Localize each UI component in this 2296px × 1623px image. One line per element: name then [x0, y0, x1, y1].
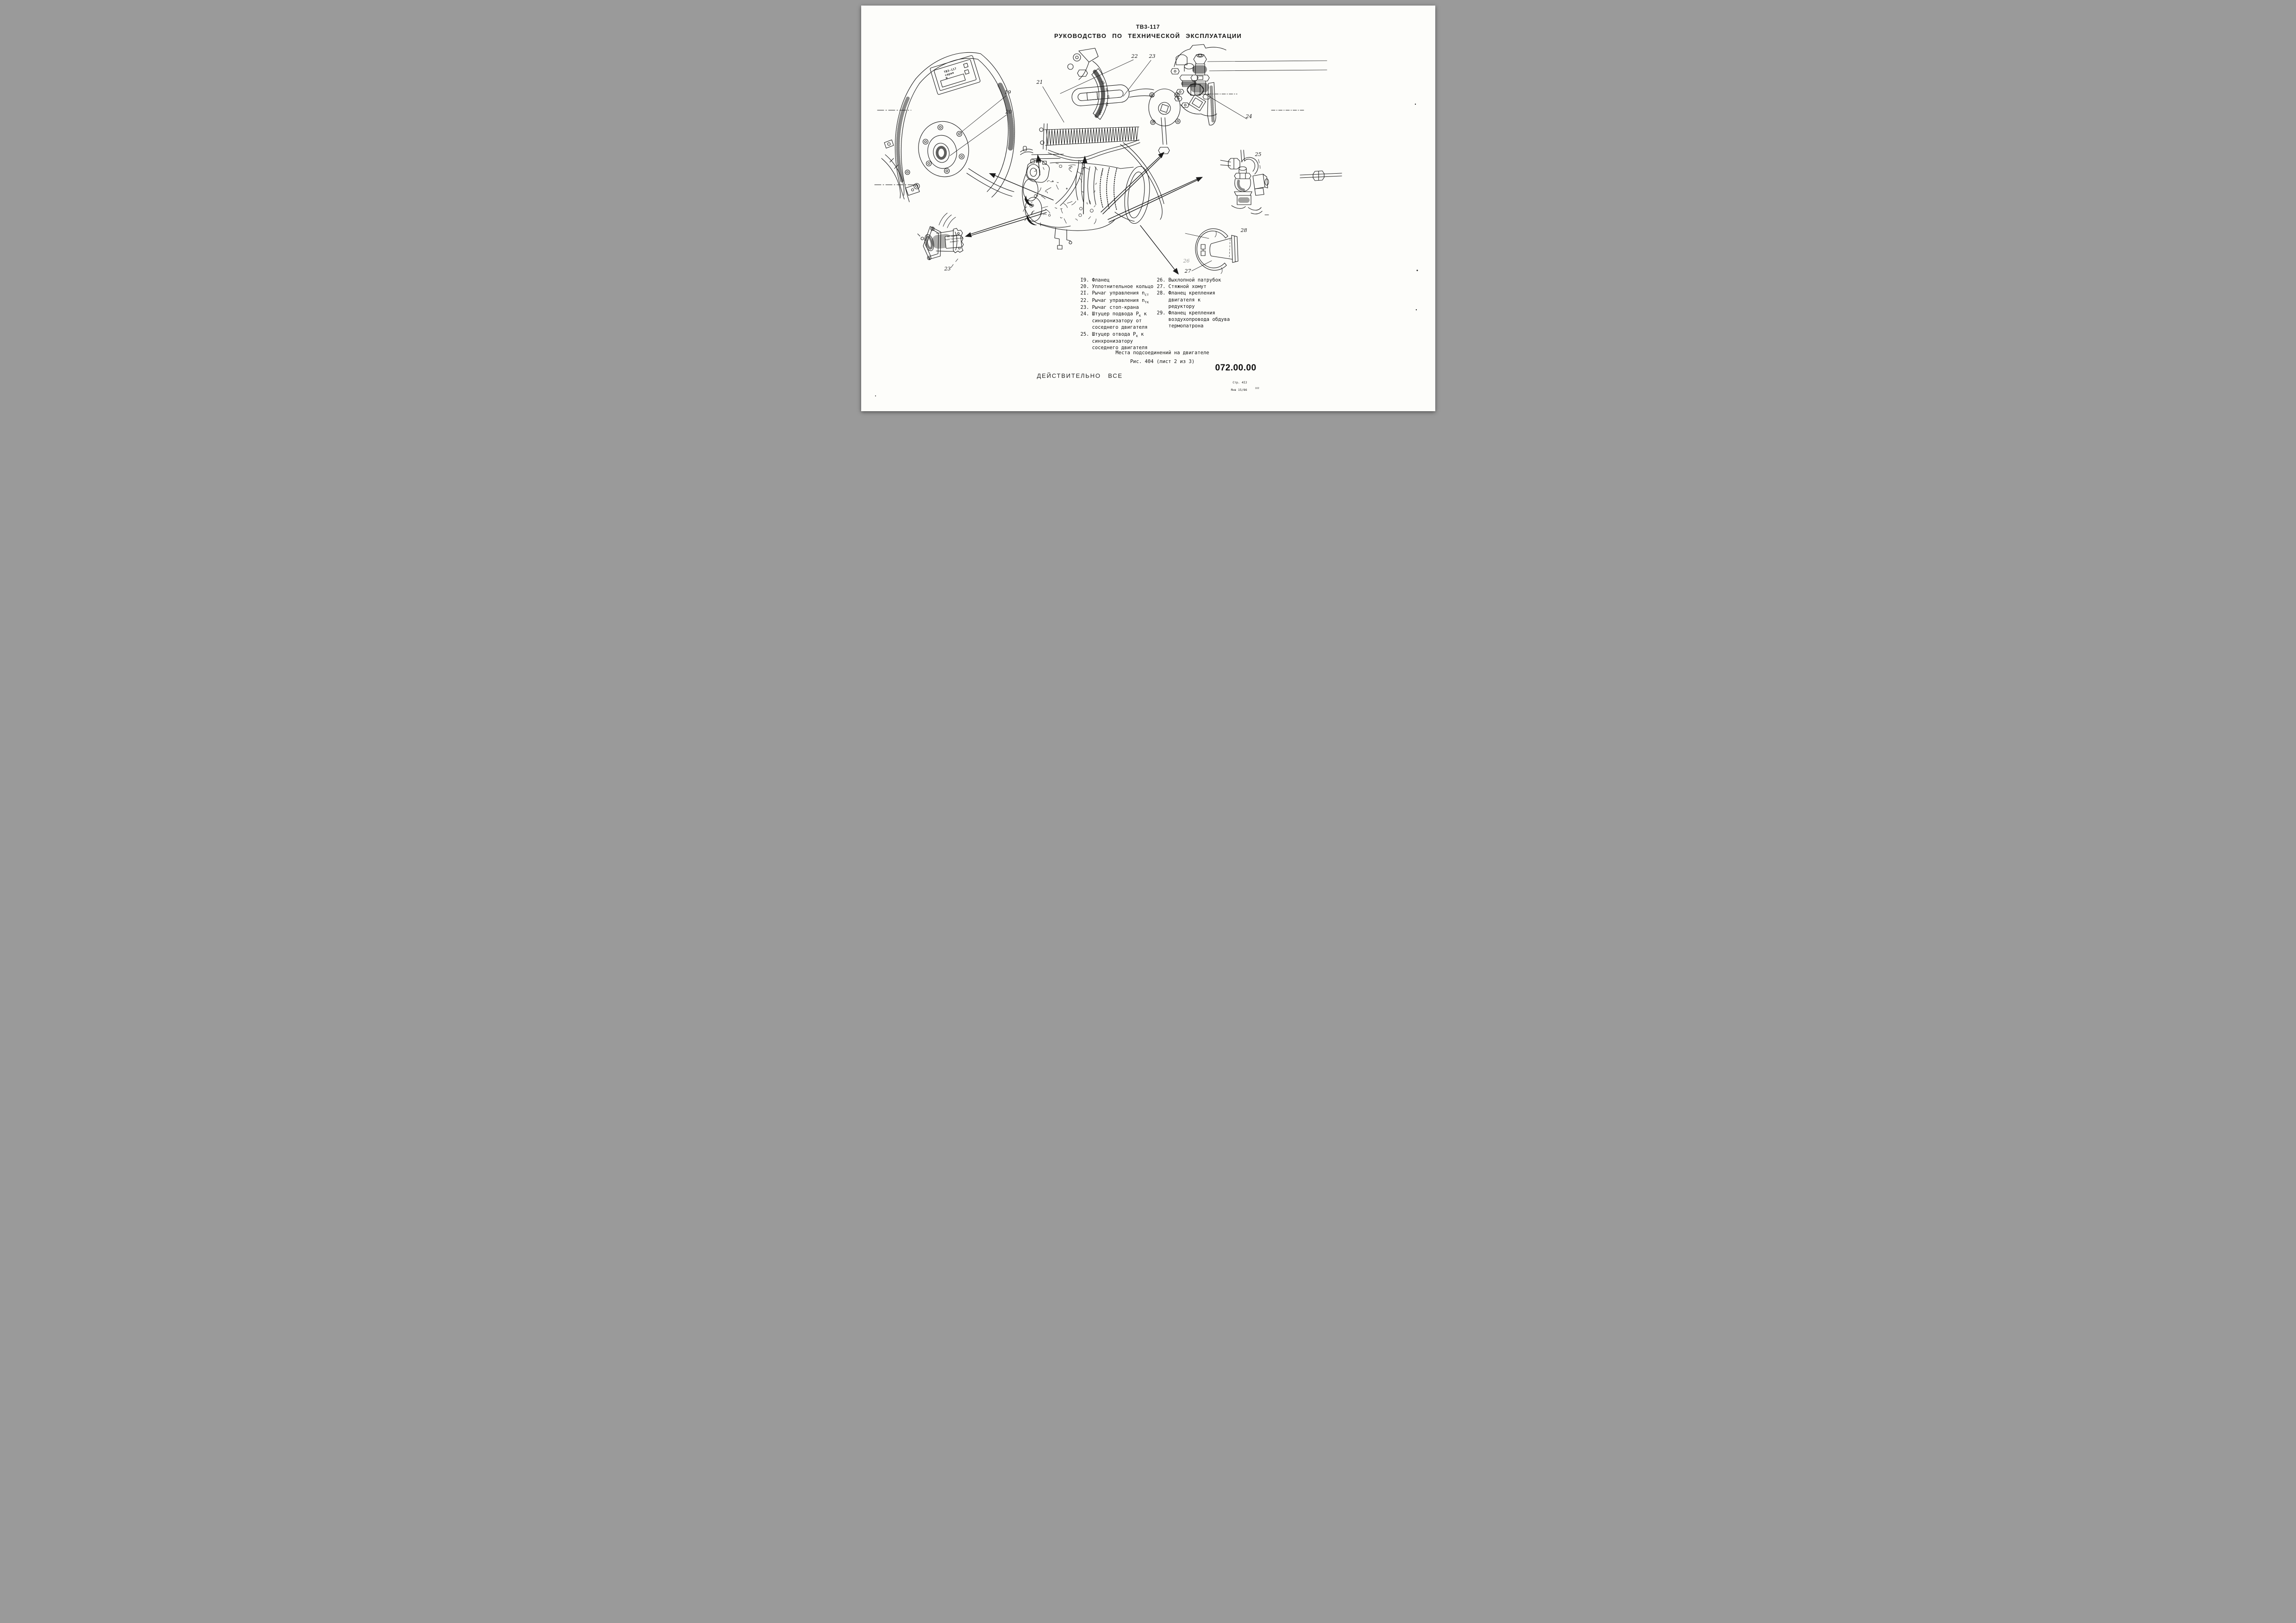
legend-item-number: 20.: [1080, 284, 1089, 290]
coil-spring: [1046, 126, 1138, 146]
callout-label-20: 20: [1005, 109, 1012, 115]
figure-caption-ref: Рис. 404 (лист 2 из 3): [1130, 359, 1195, 364]
thermopatron-detail-drawing: [917, 213, 964, 268]
legend-item: 23.Рычаг стоп-крана: [1080, 304, 1139, 310]
svg-text:40: 40: [1104, 88, 1109, 92]
legend-item-number: 23.: [1080, 304, 1089, 310]
flange-detail-drawing: [881, 52, 1015, 202]
header-title: РУКОВОДСТВО ПО ТЕХНИЧЕСКОЙ ЭКСПЛУАТАЦИИ: [1054, 32, 1242, 39]
pump-detail-drawing: [1170, 44, 1342, 181]
clamp-detail-drawing: [1185, 228, 1239, 274]
callout-label-23: 23: [944, 266, 951, 272]
callout-label-24: 24: [1245, 113, 1252, 119]
callout-arrows: [964, 152, 1203, 275]
legend-item-number: I9.: [1080, 277, 1089, 283]
header-model: ТВ3-117: [1136, 24, 1160, 30]
effectivity-note: ДЕЙСТВИТЕЛЬНО ВСЕ: [1037, 372, 1123, 379]
svg-text:60: 60: [1106, 95, 1110, 99]
legend-item: 20.Уплотнительное кольцо: [1080, 284, 1154, 290]
callout-label-25: 25: [1255, 151, 1262, 157]
engine-detail-scribbles: [1023, 161, 1103, 226]
svg-text:80: 80: [1105, 102, 1109, 107]
svg-text:20: 20: [1100, 80, 1105, 85]
legend-item-number: 25.: [1080, 331, 1089, 337]
sheet-mark: 102: [1255, 387, 1259, 390]
callout-label-23: 23: [1149, 53, 1156, 59]
margin-marks: [874, 103, 1418, 396]
legend-item: 22.Рычаг управления nтк: [1080, 297, 1149, 304]
engine-overview-drawing: [1020, 146, 1150, 250]
revision-date: Янв 15/86: [1231, 388, 1247, 392]
legend-item-number: 24.: [1080, 311, 1089, 317]
callout-label-28: 28: [1240, 227, 1247, 233]
svg-text:100: 100: [1097, 109, 1102, 115]
callout-label-21: 21: [1036, 79, 1043, 85]
legend-item-number: 27.: [1157, 284, 1166, 290]
legend-item: I9.Фланец: [1080, 277, 1110, 283]
legend-item-number: 2I.: [1080, 290, 1089, 296]
ata-doc-number: 072.00.00: [1215, 363, 1257, 373]
legend-item-number: 26.: [1157, 277, 1166, 283]
callout-label-26: 26: [1183, 258, 1190, 264]
callout-label-19: 19: [1004, 89, 1011, 95]
page-number: Стр. 4I2: [1232, 381, 1247, 384]
legend-item-number: 28.: [1157, 290, 1166, 296]
fitting25-detail-drawing: [1220, 150, 1269, 215]
callout-label-22: 22: [1131, 53, 1138, 59]
figure-caption-title: Места подсоединений на двигателе: [1115, 350, 1209, 356]
legend-item-number: 22.: [1080, 297, 1089, 303]
thermopatron-warning-label: НЕ УДАРЯТЬ чувствительный элемент: [945, 234, 963, 244]
legend-item-number: 29.: [1157, 310, 1166, 316]
legend-item: 26.Выхлопной патрубок: [1157, 277, 1221, 283]
legend-item: 27.Стяжной хомут: [1157, 284, 1207, 290]
legend-item: 2I.Рычаг управления nст: [1080, 290, 1149, 297]
callout-label-27: 27: [1184, 268, 1191, 274]
